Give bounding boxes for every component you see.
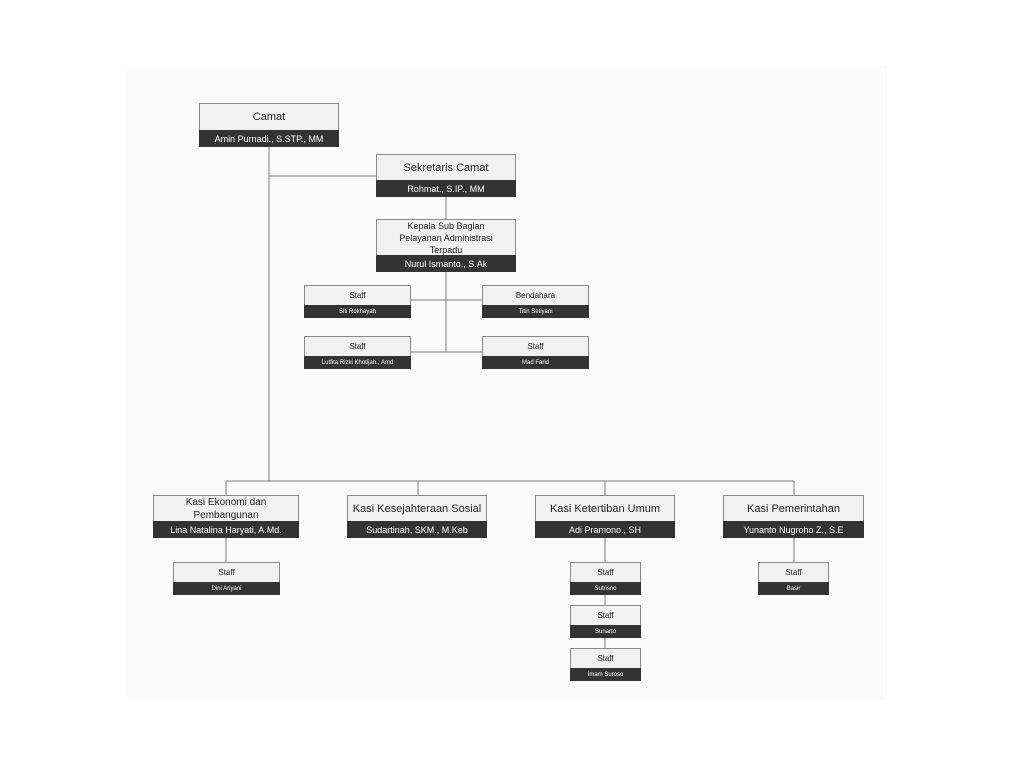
node-person: Lutfita Rizki Khotijah., Amd — [304, 356, 411, 369]
node-person: Mad Farid — [482, 356, 589, 369]
node-kasi-ketertiban: Kasi Ketertiban Umum Adi Pramono., SH — [535, 495, 675, 538]
node-sekretaris-camat: Sekretaris Camat Rohmat., S.IP., MM — [376, 154, 516, 197]
node-person: Yunanto Nugroho Z., S.E — [723, 521, 864, 538]
node-title: Kasi Ketertiban Umum — [549, 502, 661, 515]
node-kasi-kesejahteraan: Kasi Kesejahteraan Sosial Sudartinah, SK… — [347, 495, 487, 538]
node-camat: Camat Amin Purnadi., S.STP., MM — [199, 103, 339, 147]
node-title: Staff — [218, 567, 235, 577]
node-person: Sunarto — [570, 625, 641, 638]
node-kasubag-staff-1: Staff Siti Rokhayah — [304, 285, 411, 318]
node-person: Adi Pramono., SH — [535, 521, 675, 538]
node-kasubag-staff-2: Staff Lutfita Rizki Khotijah., Amd — [304, 336, 411, 369]
node-title: Sekretaris Camat — [403, 161, 489, 174]
node-person: Imam Suroso — [570, 668, 641, 681]
node-kasubag-staff-3: Staff Mad Farid — [482, 336, 589, 369]
node-person: Sudartinah, SKM., M.Keb — [347, 521, 487, 538]
node-title: Kasi Kesejahteraan Sosial — [352, 502, 482, 515]
node-title: Staff — [785, 567, 802, 577]
node-ketertiban-staff-1: Staff Sutrisno — [570, 562, 641, 595]
node-ekonomi-staff: Staff Dini Ariyani — [173, 562, 280, 595]
node-kasi-ekonomi: Kasi Ekonomi dan Pembangunan Lina Natali… — [153, 495, 299, 538]
node-person: Basir — [758, 582, 829, 595]
node-title: Staff — [597, 567, 614, 577]
node-title: Bendahara — [515, 290, 556, 300]
node-title: Kasi Pemerintahan — [747, 502, 840, 515]
node-person: Sutrisno — [570, 582, 641, 595]
node-title: Kepala Sub Bagian Pelayanan Administrasi… — [399, 221, 493, 255]
node-title: Staff — [349, 290, 366, 300]
node-kasi-pemerintahan: Kasi Pemerintahan Yunanto Nugroho Z., S.… — [723, 495, 864, 538]
node-title: Kasi Ekonomi dan Pembangunan — [185, 497, 267, 521]
node-bendahara: Bendahara Titin Setiyani — [482, 285, 589, 318]
node-title: Staff — [597, 653, 614, 663]
node-ketertiban-staff-2: Staff Sunarto — [570, 605, 641, 638]
node-person: Lina Natalina Haryati, A.Md. — [153, 521, 299, 538]
node-ketertiban-staff-3: Staff Imam Suroso — [570, 648, 641, 681]
node-person: Nurul Ismanto., S.Ak — [376, 255, 516, 272]
node-title: Staff — [349, 341, 366, 351]
node-title: Staff — [527, 341, 544, 351]
node-person: Amin Purnadi., S.STP., MM — [199, 130, 339, 147]
node-pemerintahan-staff: Staff Basir — [758, 562, 829, 595]
node-person: Titin Setiyani — [482, 305, 589, 318]
node-person: Dini Ariyani — [173, 582, 280, 595]
node-title: Staff — [597, 610, 614, 620]
node-title: Camat — [252, 110, 286, 123]
node-person: Siti Rokhayah — [304, 305, 411, 318]
node-person: Rohmat., S.IP., MM — [376, 180, 516, 197]
node-kasubag: Kepala Sub Bagian Pelayanan Administrasi… — [376, 219, 516, 272]
